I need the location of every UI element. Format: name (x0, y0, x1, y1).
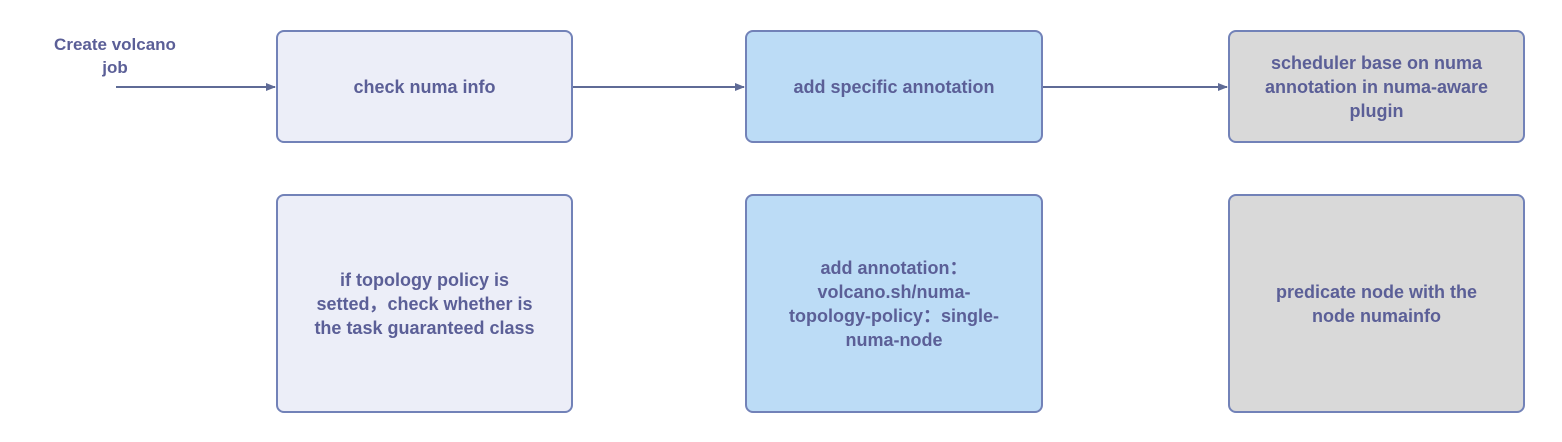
annotation-detail-box: add annotation：volcano.sh/numa-topology-… (745, 194, 1043, 413)
check-numa-box: check numa info (276, 30, 573, 143)
start-label: Create volcano job (54, 35, 176, 77)
add-annotation-box: add specific annotation (745, 30, 1043, 143)
annotation-detail-label: add annotation：volcano.sh/numa-topology-… (789, 257, 999, 350)
topology-check-label: if topology policy is setted，check wheth… (314, 269, 535, 338)
scheduler-label: scheduler base on numa annotation in num… (1264, 52, 1489, 121)
scheduler-box: scheduler base on numa annotation in num… (1228, 30, 1525, 143)
predicate-box: predicate node with the node numainfo (1228, 194, 1525, 413)
check-numa-label: check numa info (353, 76, 496, 97)
predicate-label: predicate node with the node numainfo (1275, 281, 1478, 326)
add-annotation-label: add specific annotation (793, 76, 995, 97)
topology-check-box: if topology policy is setted，check wheth… (276, 194, 573, 413)
